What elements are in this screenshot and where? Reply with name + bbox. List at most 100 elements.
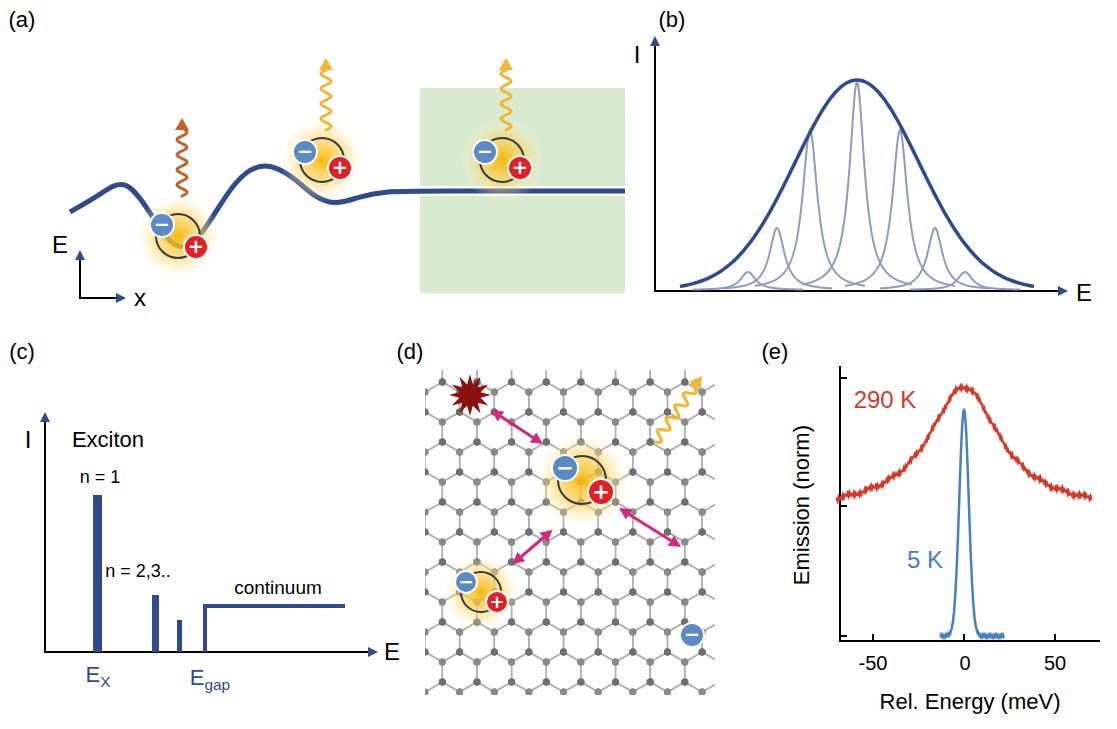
lattice-atom xyxy=(612,559,619,566)
lattice-atom xyxy=(491,509,498,516)
continuum-step xyxy=(205,606,345,652)
lattice-atom xyxy=(629,449,636,456)
lattice-atom xyxy=(525,529,532,536)
electron-charge: − xyxy=(454,570,478,594)
electron-charge: − xyxy=(551,454,579,482)
lattice-atom xyxy=(612,379,619,386)
lattice-atom xyxy=(681,659,688,666)
lattice-atom xyxy=(629,389,636,396)
lattice-atom xyxy=(560,569,567,576)
lattice-atom xyxy=(543,619,550,626)
lattice-atom xyxy=(425,629,429,636)
lattice-atom xyxy=(543,679,550,686)
lattice-atom xyxy=(525,649,532,656)
lattice-atom xyxy=(577,619,584,626)
lattice-bond xyxy=(442,472,477,512)
lattice-atom xyxy=(456,469,463,476)
lattice-atom xyxy=(577,619,584,626)
lattice-atom xyxy=(543,379,550,386)
lattice-atom xyxy=(595,569,602,576)
lattice-atom xyxy=(629,629,636,636)
lattice-bond xyxy=(425,622,460,662)
lattice-bond xyxy=(546,652,581,692)
electron-charge: − xyxy=(472,139,498,165)
lattice-atom xyxy=(543,419,550,426)
axis-title: Emission (norm) xyxy=(790,425,814,585)
lattice-atom xyxy=(699,529,706,536)
lattice-atom xyxy=(629,589,636,596)
lattice-atom xyxy=(681,559,688,566)
lattice-atom xyxy=(425,529,429,536)
lattice-atom xyxy=(543,559,550,566)
lattice-bond xyxy=(667,382,702,422)
lattice-atom xyxy=(595,409,602,416)
lattice-atom xyxy=(664,529,671,536)
lattice-bond xyxy=(633,382,668,422)
lattice-atom xyxy=(647,599,654,606)
lattice-atom xyxy=(525,409,532,416)
lattice-atom xyxy=(629,629,636,636)
lattice-bond xyxy=(581,592,616,632)
lattice-atom xyxy=(577,559,584,566)
energy-label: EX xyxy=(86,663,111,691)
lattice-atom xyxy=(491,449,498,456)
series-label: 5 K xyxy=(907,547,943,573)
lattice-atom xyxy=(612,679,619,686)
lattice-atom xyxy=(664,649,671,656)
lattice-atom xyxy=(681,439,688,446)
lattice-atom xyxy=(629,689,636,696)
lattice-atom xyxy=(491,689,498,696)
lattice-atom xyxy=(681,539,688,546)
lattice-atom xyxy=(491,529,498,536)
lattice-atom xyxy=(456,629,463,636)
lattice-atom xyxy=(491,449,498,456)
lattice-atom xyxy=(425,509,429,516)
charge-sign: − xyxy=(154,215,170,235)
lattice-atom xyxy=(699,509,706,516)
lattice-atom xyxy=(491,389,498,396)
lattice-atom xyxy=(525,449,532,456)
axis-label: x xyxy=(134,285,146,311)
lattice-atom xyxy=(439,559,446,566)
lattice-atom xyxy=(560,529,567,536)
lattice-atom xyxy=(664,649,671,656)
lattice-atom xyxy=(577,599,584,606)
photon-arrowhead xyxy=(175,118,189,130)
lattice-atom xyxy=(525,509,532,516)
lattice-atom xyxy=(456,509,463,516)
lattice-bond xyxy=(564,382,599,422)
exciton-rydberg-line xyxy=(152,595,159,652)
lattice-atom xyxy=(664,629,671,636)
lattice-atom xyxy=(664,449,671,456)
lattice-atom xyxy=(439,479,446,486)
green-region xyxy=(420,196,625,293)
lattice-atom xyxy=(543,539,550,546)
lattice-atom xyxy=(439,619,446,626)
lattice-atom xyxy=(629,469,636,476)
panel-letter: (e) xyxy=(762,340,789,364)
lattice-atom xyxy=(681,659,688,666)
lattice-atom xyxy=(647,379,654,386)
lattice-bond xyxy=(650,472,685,512)
lattice-atom xyxy=(647,619,654,626)
lattice-atom xyxy=(629,629,636,636)
charge-sign: + xyxy=(592,482,610,503)
lattice-atom xyxy=(543,439,550,446)
lattice-atom xyxy=(425,449,429,456)
panel-d-art xyxy=(404,349,775,729)
lattice-bond xyxy=(512,412,547,452)
lattice-atom xyxy=(629,689,636,696)
lattice-atom xyxy=(439,419,446,426)
lattice-atom xyxy=(612,539,619,546)
lattice-atom xyxy=(456,509,463,516)
lattice-atom xyxy=(577,419,584,426)
lattice-atom xyxy=(473,499,480,506)
lattice-atom xyxy=(699,589,706,596)
panel-letter: (b) xyxy=(659,8,686,32)
lattice-atom xyxy=(456,689,463,696)
lattice-atom xyxy=(595,689,602,696)
tick-label: 0 xyxy=(959,652,970,674)
lattice-atom xyxy=(543,659,550,666)
lattice-atom xyxy=(543,379,550,386)
lattice-bond xyxy=(442,412,477,452)
